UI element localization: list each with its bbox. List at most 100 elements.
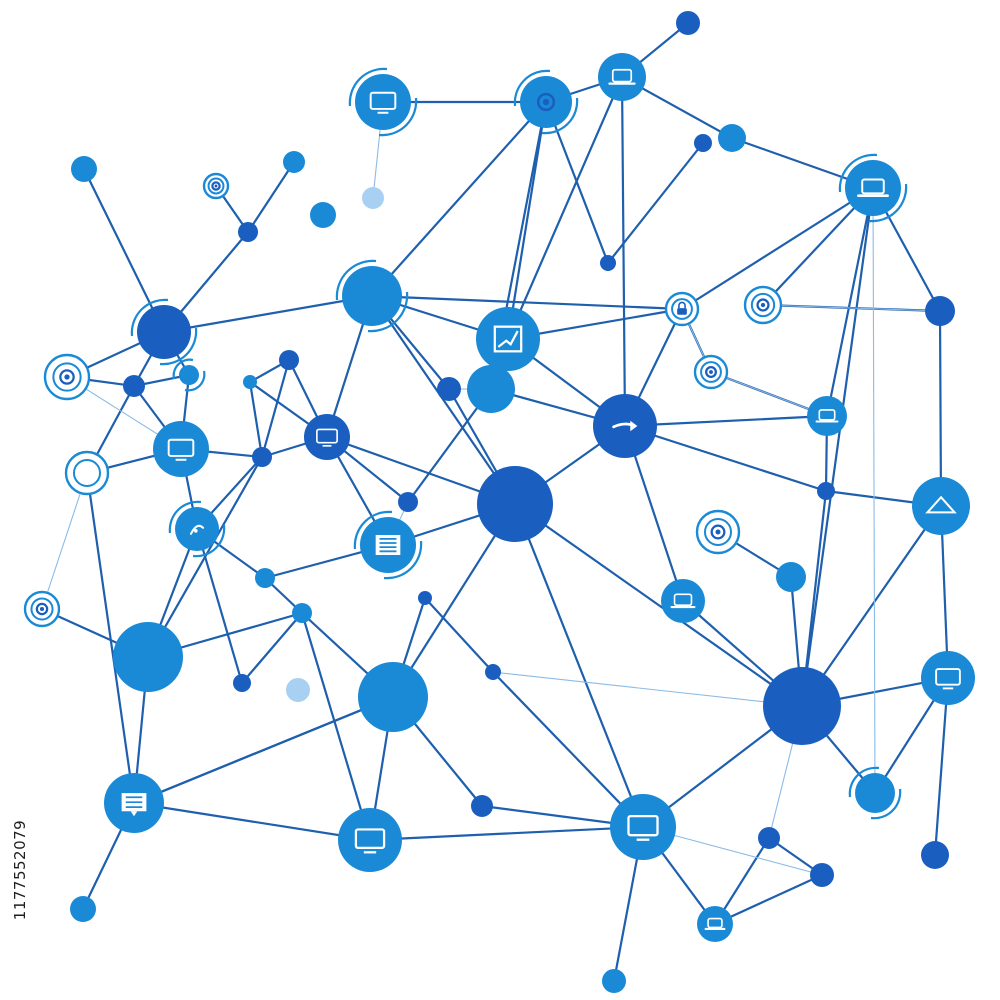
node-ring-arc bbox=[168, 500, 202, 534]
connection-line-bb-bj bbox=[933, 676, 950, 857]
network-node-g bbox=[838, 153, 908, 223]
network-nodes bbox=[23, 11, 975, 993]
node-ring-arc bbox=[348, 67, 388, 107]
connection-line-g-ba bbox=[800, 186, 875, 708]
network-node-aj bbox=[477, 466, 553, 542]
ring-icon bbox=[705, 366, 717, 378]
network-node-al bbox=[912, 477, 970, 535]
network-node-z bbox=[437, 377, 461, 401]
connection-line-n-aj bbox=[370, 294, 517, 506]
laptop-icon bbox=[857, 178, 889, 197]
network-node-d bbox=[513, 69, 579, 135]
network-node-am bbox=[168, 500, 226, 558]
network-node-bb bbox=[921, 651, 975, 705]
laptop-icon bbox=[670, 593, 696, 609]
monitor-icon bbox=[316, 428, 338, 447]
network-node-ak bbox=[817, 482, 835, 500]
connection-line-f-o bbox=[606, 141, 705, 265]
network-node-ao bbox=[695, 509, 741, 555]
connection-line-d-n bbox=[370, 100, 548, 298]
network-node-be bbox=[338, 808, 402, 872]
monitor-icon bbox=[935, 668, 961, 690]
connection-line-h-s bbox=[82, 167, 166, 334]
node-ring-arc bbox=[868, 183, 908, 223]
stock-image-id: 1177552079 bbox=[2, 760, 38, 980]
node-ring-arc bbox=[192, 524, 226, 558]
node-ring-arc bbox=[335, 259, 377, 301]
connection-line-bc-be bbox=[132, 801, 372, 842]
node-ring-arc bbox=[367, 291, 409, 333]
network-node-bc bbox=[104, 773, 164, 833]
network-node-e bbox=[718, 124, 746, 152]
network-node-ai bbox=[398, 492, 418, 512]
network-node-j bbox=[202, 172, 230, 200]
network-node-ba bbox=[763, 667, 841, 745]
laptop-icon bbox=[608, 68, 636, 85]
network-node-at bbox=[292, 603, 312, 623]
monitor-icon bbox=[167, 438, 195, 461]
node-ring-arc bbox=[378, 97, 418, 137]
node-ring-arc bbox=[541, 97, 579, 135]
network-node-az bbox=[485, 664, 501, 680]
network-node-bi bbox=[810, 863, 834, 887]
network-node-bk bbox=[70, 896, 96, 922]
connection-line-au-az bbox=[423, 596, 495, 674]
connection-line-az-bf bbox=[491, 670, 645, 829]
connection-line-g-p bbox=[680, 186, 875, 311]
connection-line-r-q bbox=[762, 304, 941, 312]
network-node-ah bbox=[252, 447, 272, 467]
network-node-bf bbox=[610, 794, 676, 860]
ring-icon bbox=[59, 369, 75, 385]
connection-line-ac-ak bbox=[623, 424, 828, 493]
connection-line-g-bg bbox=[872, 187, 876, 794]
connection-line-d-o bbox=[544, 100, 610, 265]
network-node-q bbox=[743, 285, 783, 325]
network-node-as bbox=[23, 590, 61, 628]
connection-line-bi-bl bbox=[713, 873, 824, 926]
connection-line-al-ba bbox=[800, 504, 943, 708]
network-node-aa bbox=[467, 365, 515, 413]
connection-line-am-ax bbox=[195, 527, 244, 685]
network-node-bl bbox=[697, 906, 733, 942]
ring-icon bbox=[211, 181, 221, 191]
ring-icon bbox=[536, 92, 556, 112]
connection-line-be-bf bbox=[368, 825, 645, 842]
document-icon bbox=[375, 534, 401, 556]
network-node-aw bbox=[286, 678, 310, 702]
network-node-ad bbox=[807, 396, 847, 436]
network-node-c bbox=[348, 67, 418, 137]
stock-image-id-text: 1177552079 bbox=[11, 819, 29, 921]
network-node-a bbox=[676, 11, 700, 35]
monitor-icon bbox=[627, 814, 659, 841]
connection-line-aj-ay bbox=[391, 502, 517, 699]
lock-icon bbox=[677, 301, 687, 315]
network-node-n bbox=[335, 259, 409, 333]
laptop-icon bbox=[815, 409, 839, 423]
node-ring-arc bbox=[383, 540, 423, 580]
message-icon bbox=[121, 793, 147, 817]
network-node-w bbox=[123, 375, 145, 397]
node-ring-arc bbox=[353, 510, 393, 550]
network-node-v bbox=[172, 358, 206, 392]
connection-line-b-ac bbox=[620, 75, 627, 428]
network-node-f bbox=[694, 134, 712, 152]
monitor-icon bbox=[354, 828, 386, 854]
chart-icon bbox=[493, 325, 523, 353]
connection-line-s-n bbox=[162, 294, 374, 334]
node-ring-arc bbox=[172, 358, 194, 380]
node-ring-arc bbox=[159, 327, 198, 366]
network-node-aq bbox=[255, 568, 275, 588]
network-node-ab bbox=[693, 354, 729, 390]
node-ring-arc bbox=[848, 766, 880, 798]
ring-icon bbox=[35, 602, 49, 616]
network-node-av bbox=[113, 622, 183, 692]
network-node-ap bbox=[776, 562, 806, 592]
connection-line-d-t bbox=[506, 100, 548, 341]
network-node-x bbox=[243, 375, 257, 389]
network-node-u bbox=[43, 353, 91, 401]
connection-line-as-af bbox=[41, 472, 88, 610]
network-node-ae bbox=[153, 421, 209, 477]
network-node-bg bbox=[848, 766, 902, 820]
network-node-k bbox=[362, 187, 384, 209]
connection-line-at-be bbox=[300, 611, 372, 842]
